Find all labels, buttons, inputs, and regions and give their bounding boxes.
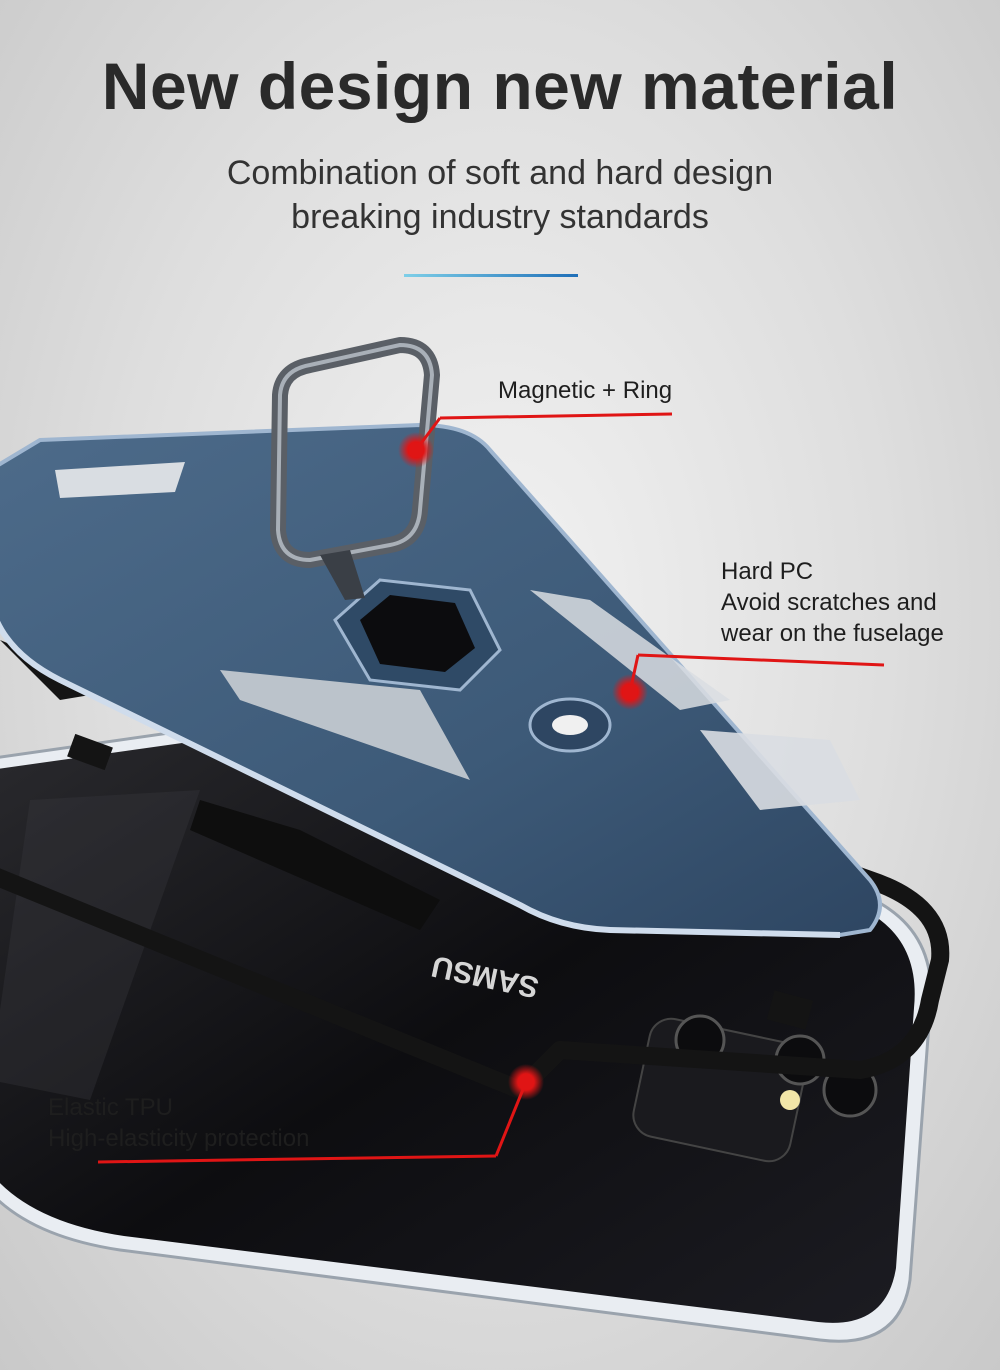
callout-magnetic-ring-label: Magnetic + Ring xyxy=(498,377,673,404)
ring-holder xyxy=(270,337,440,600)
callout-hard-pc-title: Hard PC xyxy=(721,558,814,585)
callout-magnetic-ring: Magnetic + Ring xyxy=(498,375,672,406)
hard-pc-case xyxy=(0,423,882,938)
callout-tpu-line-1: High-elasticity protection xyxy=(48,1125,310,1152)
callout-hard-pc-line-2: wear on the fuselage xyxy=(721,620,944,647)
callout-hard-pc-line-1: Avoid scratches and xyxy=(721,589,937,616)
subtitle-line-1: Combination of soft and hard design xyxy=(226,154,774,192)
callout-marker-ring xyxy=(398,412,673,468)
subtitle-line-2: breaking industry standards xyxy=(291,198,709,236)
callout-marker-pc xyxy=(612,653,885,710)
callout-marker-tpu xyxy=(97,1064,544,1164)
callout-elastic-tpu: Elastic TPU High-elasticity protection xyxy=(48,1092,309,1154)
accent-divider xyxy=(404,274,578,277)
callout-tpu-title: Elastic TPU xyxy=(48,1094,173,1121)
callout-hard-pc: Hard PC Avoid scratches and wear on the … xyxy=(721,556,944,649)
page-title: New design new material xyxy=(101,49,899,123)
